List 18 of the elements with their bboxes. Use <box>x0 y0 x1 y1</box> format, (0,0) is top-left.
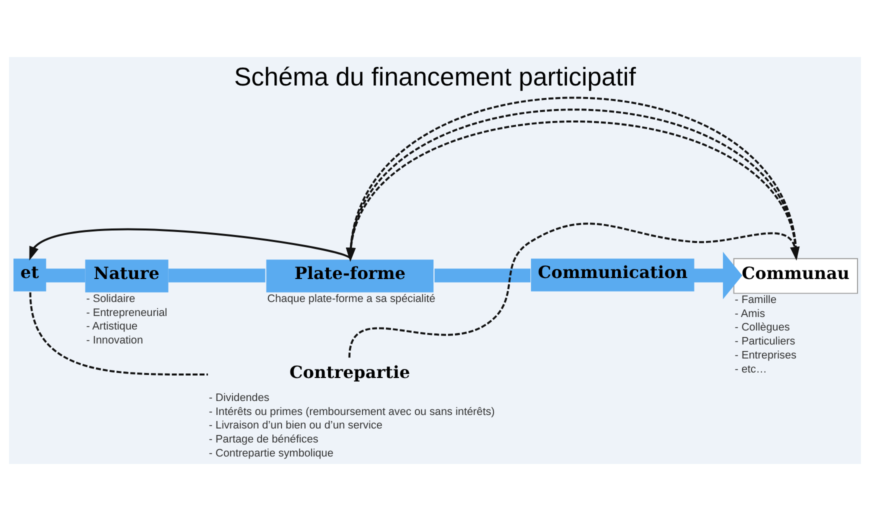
node-label: - Entreprises <box>734 348 796 361</box>
node-label: - Solidaire <box>86 292 136 305</box>
node-label: - Entrepreneurial <box>86 306 168 318</box>
node-label: - Collègues <box>734 321 790 334</box>
node-label: Chaque plate-forme a sa spécialité <box>267 292 436 305</box>
diagram-title: Schéma du financement participatif <box>234 63 636 91</box>
node-label: - Livraison d’un bien ou d’un service <box>208 419 382 432</box>
node-label: - Artistique <box>86 320 138 332</box>
node-label: - Intérêts ou primes (remboursement avec ou sans intérêts) <box>208 405 495 418</box>
node-label: - Dividendes <box>208 391 270 404</box>
node-label: - Famille <box>734 294 777 306</box>
node-label: - Innovation <box>86 334 144 346</box>
node-label: - Partage de bénéfices <box>208 433 318 446</box>
node-label: - Amis <box>734 307 766 320</box>
node-label: - Particuliers <box>734 335 796 348</box>
node-label: - etc… <box>734 362 767 375</box>
node-text: Contrepartie <box>290 362 410 382</box>
node-label: - Contrepartie symbolique <box>208 446 334 459</box>
